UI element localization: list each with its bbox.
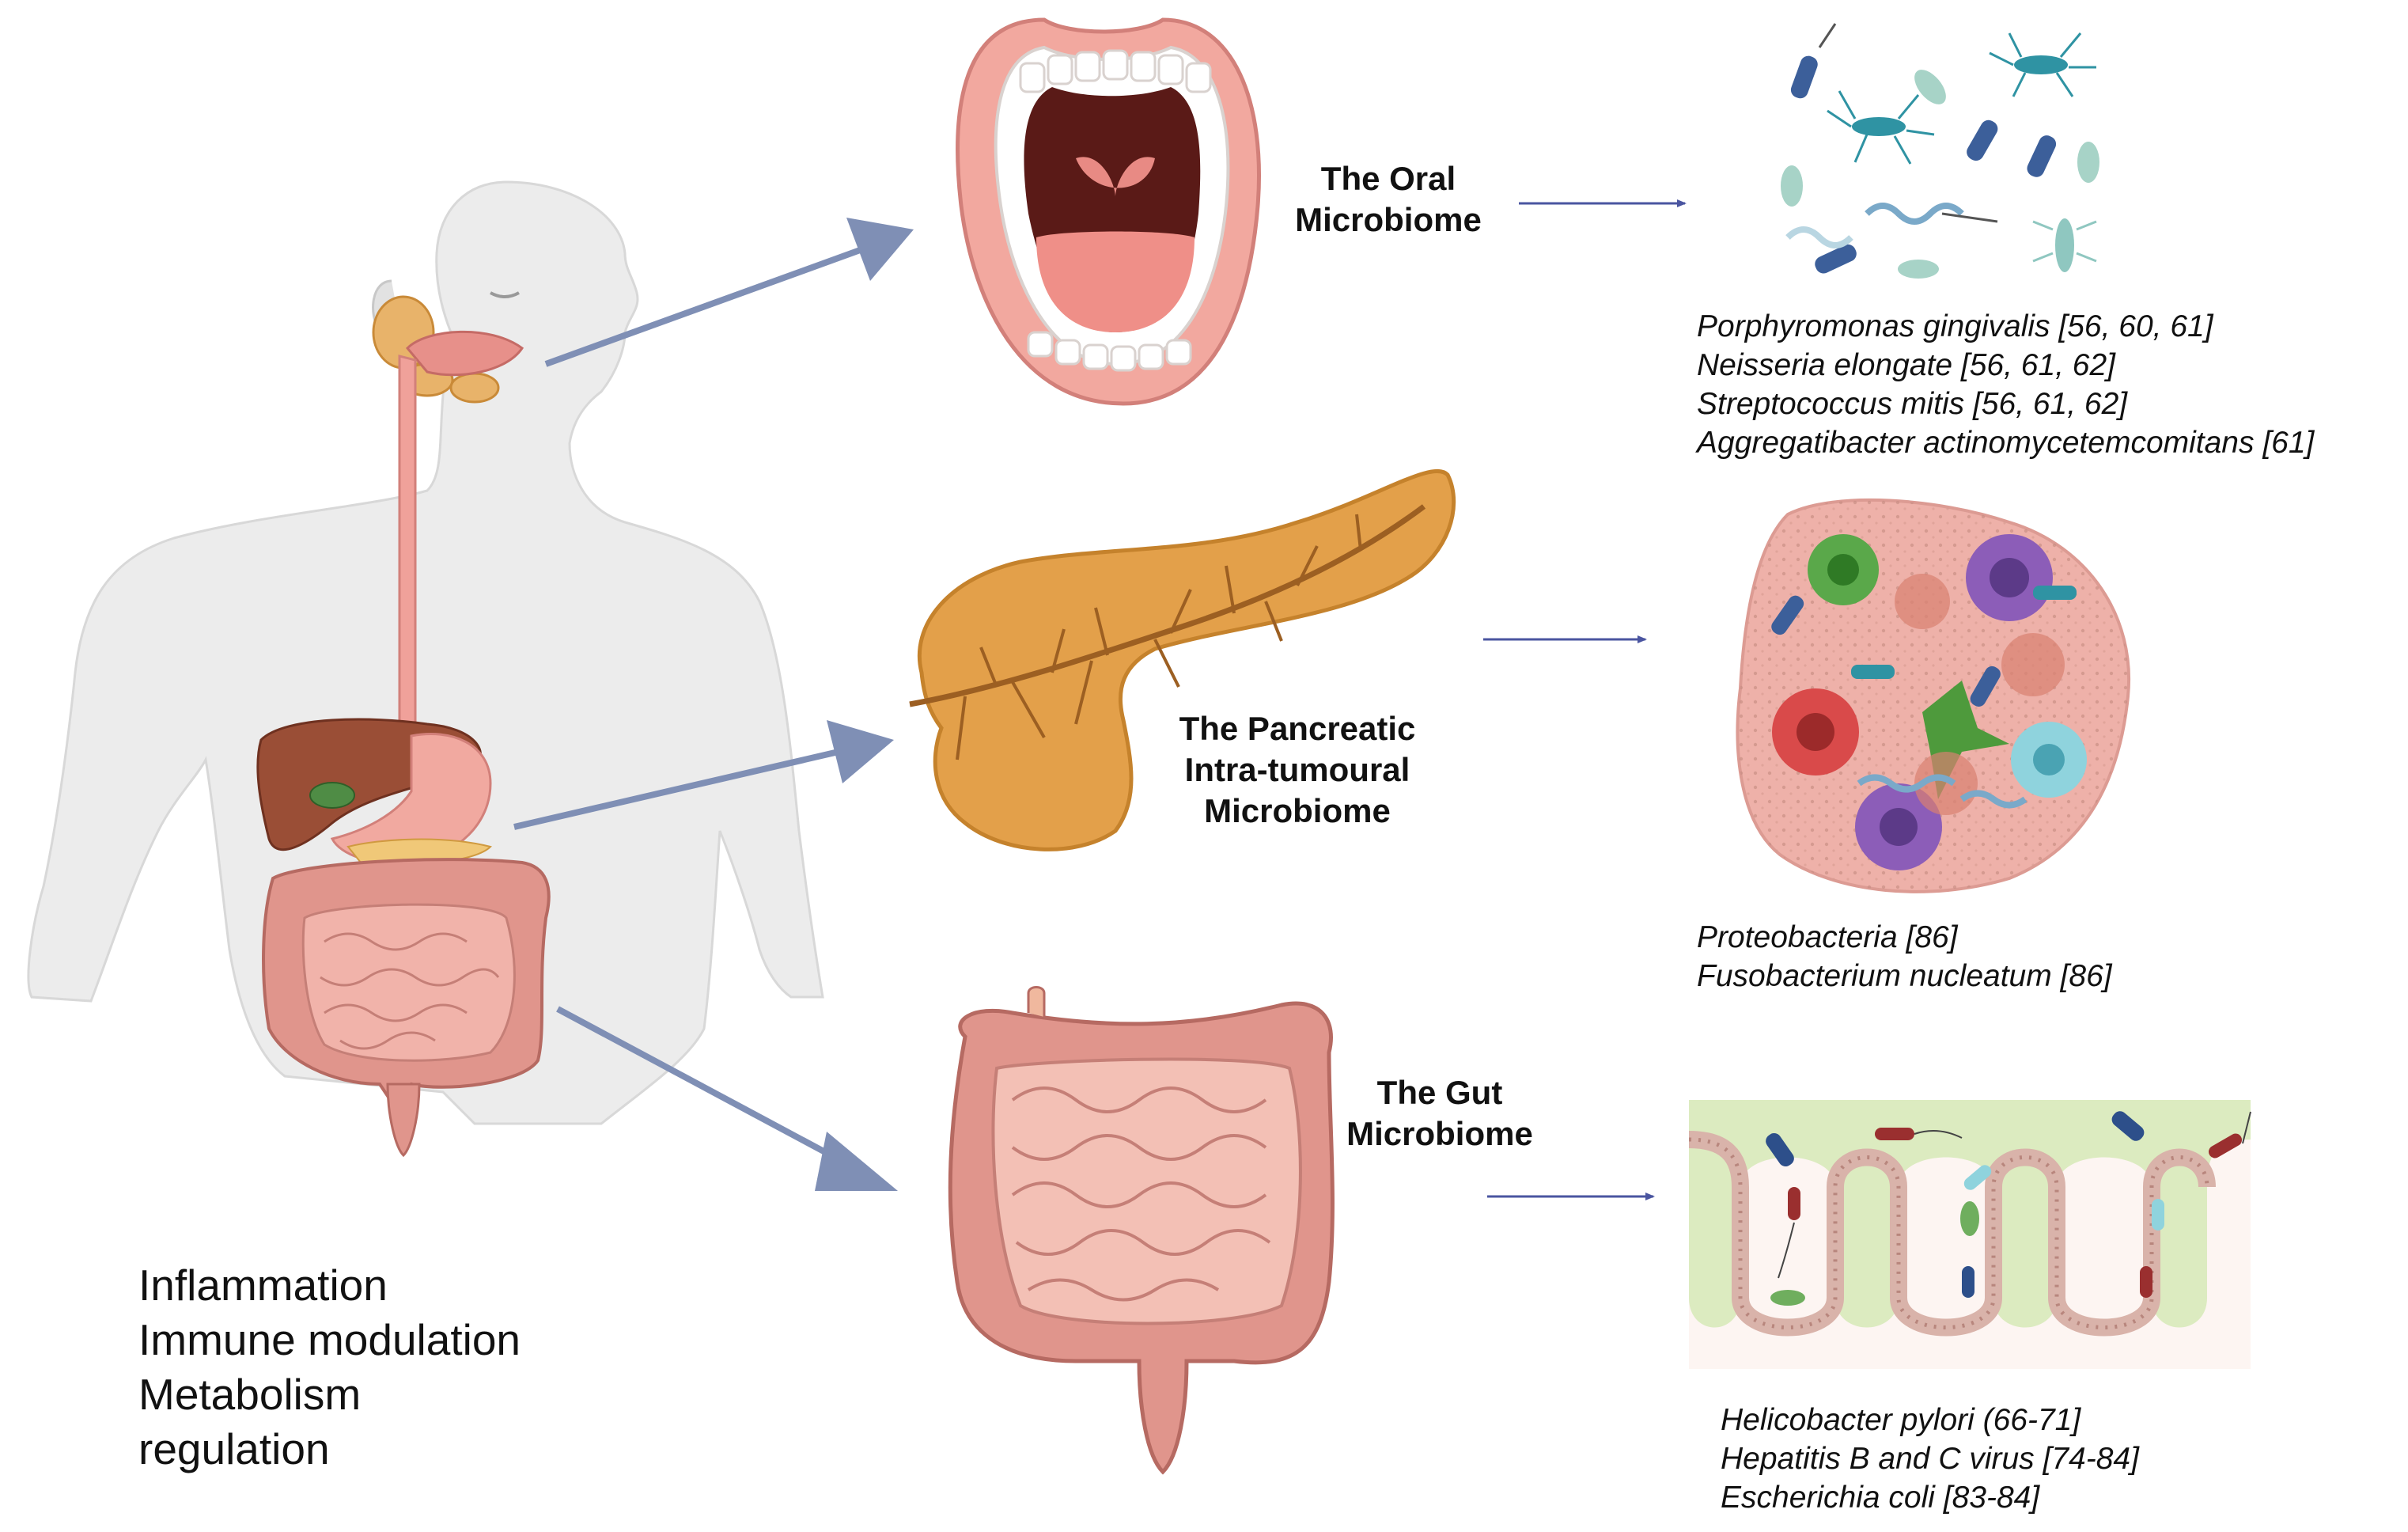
organ-to-microbe-arrows: [1483, 199, 1687, 1200]
oral-cavity: [405, 330, 524, 377]
salivary-gland: [449, 372, 500, 404]
body-silhouette: [27, 180, 824, 1125]
species-item: Porphyromonas gingivalis [56, 60, 61]: [1697, 309, 2213, 343]
oral-species-list: Porphyromonas gingivalis [56, 60, 61] Ne…: [1697, 307, 2314, 462]
species-item: Proteobacteria [86]: [1697, 920, 1958, 954]
effect-item: regulation: [138, 1424, 330, 1473]
human-body-figure: [27, 180, 824, 1158]
gut-species-list: Helicobacter pylori (66-71] Hepatitis B …: [1721, 1401, 2139, 1517]
species-item: Fusobacterium nucleatum [86]: [1697, 959, 2112, 993]
species-item: Hepatitis B and C virus [74-84]: [1721, 1442, 2139, 1476]
gut-illustration: [948, 986, 1335, 1475]
gallbladder: [309, 782, 355, 809]
arrow-head-oral: [846, 218, 914, 281]
tumour-microenvironment: [1736, 498, 2131, 893]
arrow-head-pancreas: [827, 720, 894, 783]
intestinal-villi: [1688, 1100, 2251, 1369]
uvula: [1076, 157, 1155, 198]
oral-label-line-2: Microbiome: [1295, 201, 1482, 238]
species-item: Aggregatibacter actinomycetemcomitans [6…: [1697, 426, 2315, 460]
rectum: [386, 1083, 421, 1158]
pancreatic-microbiome-label: The Pancreatic Intra-tumoural Microbiome: [1139, 708, 1456, 832]
arrow-head-gut: [815, 1132, 898, 1191]
esophagus: [398, 355, 417, 730]
pancreatic-species-list: Proteobacteria [86] Fusobacterium nuclea…: [1697, 918, 2112, 995]
small-intestine: [301, 903, 516, 1062]
body-to-organ-arrows: [513, 218, 914, 1191]
pancreatic-label-line-2: Intra-tumoural: [1184, 751, 1410, 788]
oral-bacteria-cluster: [1781, 23, 2099, 279]
species-item: Neisseria elongate [56, 61, 62]: [1697, 348, 2116, 382]
species-item: Helicobacter pylori (66-71]: [1721, 1403, 2081, 1437]
gut-label-line-1: The Gut: [1376, 1074, 1503, 1111]
pancreas-illustration: [909, 469, 1456, 851]
gut-microbiome-label: The Gut Microbiome: [1313, 1072, 1566, 1155]
gut-label-line-2: Microbiome: [1346, 1115, 1533, 1152]
species-item: Escherichia coli [83-84]: [1721, 1481, 2040, 1515]
effect-item: Inflammation: [138, 1261, 388, 1310]
oral-label-line-1: The Oral: [1320, 160, 1456, 197]
tongue: [1036, 231, 1195, 332]
pancreatic-label-line-1: The Pancreatic: [1179, 710, 1416, 747]
systemic-effects-list: Inflammation Immune modulation Metabolis…: [138, 1258, 521, 1477]
effect-item: Metabolism: [138, 1370, 362, 1419]
effect-item: Immune modulation: [138, 1315, 521, 1364]
mouth-illustration: [956, 17, 1261, 406]
species-item: Streptococcus mitis [56, 61, 62]: [1697, 387, 2128, 421]
eye: [490, 291, 520, 298]
oral-microbiome-label: The Oral Microbiome: [1258, 158, 1519, 241]
pancreatic-label-line-3: Microbiome: [1204, 792, 1391, 829]
